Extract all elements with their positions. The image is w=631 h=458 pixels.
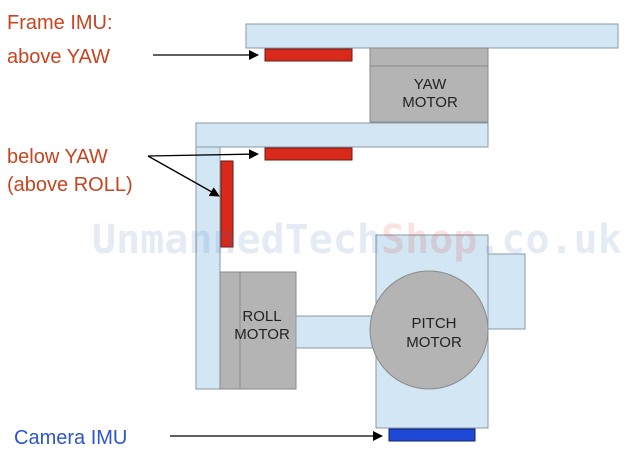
below-yaw-arrow-vertical xyxy=(147,155,220,197)
frame-imu xyxy=(264,48,353,62)
yaw-arm-vertical xyxy=(195,146,221,390)
top-frame-plate xyxy=(245,23,619,49)
yaw-motor-label-2: MOTOR xyxy=(402,94,458,111)
roll-arm xyxy=(295,315,377,349)
roll-motor-label-1: ROLL xyxy=(242,308,281,325)
watermark-part-4: .co.uk xyxy=(477,217,622,263)
pitch-motor-label-1: PITCH xyxy=(412,315,457,332)
camera-side-block xyxy=(487,253,526,330)
pitch-motor-label-2: MOTOR xyxy=(406,334,462,351)
roll-motor-label-2: MOTOR xyxy=(234,326,290,343)
yaw-motor-label-1: YAW xyxy=(414,76,447,93)
yaw-motor-upper xyxy=(369,47,489,67)
watermark: UnmannedTechShop.co.uk xyxy=(92,217,622,263)
roll-motor xyxy=(239,271,297,390)
watermark-part-1: Unmanned xyxy=(92,217,285,263)
camera-imu xyxy=(388,428,476,442)
below-yaw-label-1: below YAW xyxy=(7,146,108,168)
frame-imu-label-1: Frame IMU: xyxy=(7,12,113,34)
below-yaw-label-2: (above ROLL) xyxy=(7,174,133,196)
pitch-motor xyxy=(369,270,489,390)
camera-imu-label: Camera IMU xyxy=(14,427,127,449)
below-yaw-imu-vertical xyxy=(220,160,234,248)
watermark-part-3: Shop xyxy=(381,217,477,263)
yaw-arm-horizontal xyxy=(195,122,489,148)
watermark-part-2: Tech xyxy=(285,217,381,263)
below-yaw-arrow-horizontal xyxy=(147,149,259,160)
yaw-motor xyxy=(369,65,489,123)
frame-imu-label-2: above YAW xyxy=(7,46,110,68)
svg-text:UnmannedTechShop.co.uk: UnmannedTechShop.co.uk xyxy=(92,217,622,263)
below-yaw-imu-horizontal xyxy=(264,147,353,161)
